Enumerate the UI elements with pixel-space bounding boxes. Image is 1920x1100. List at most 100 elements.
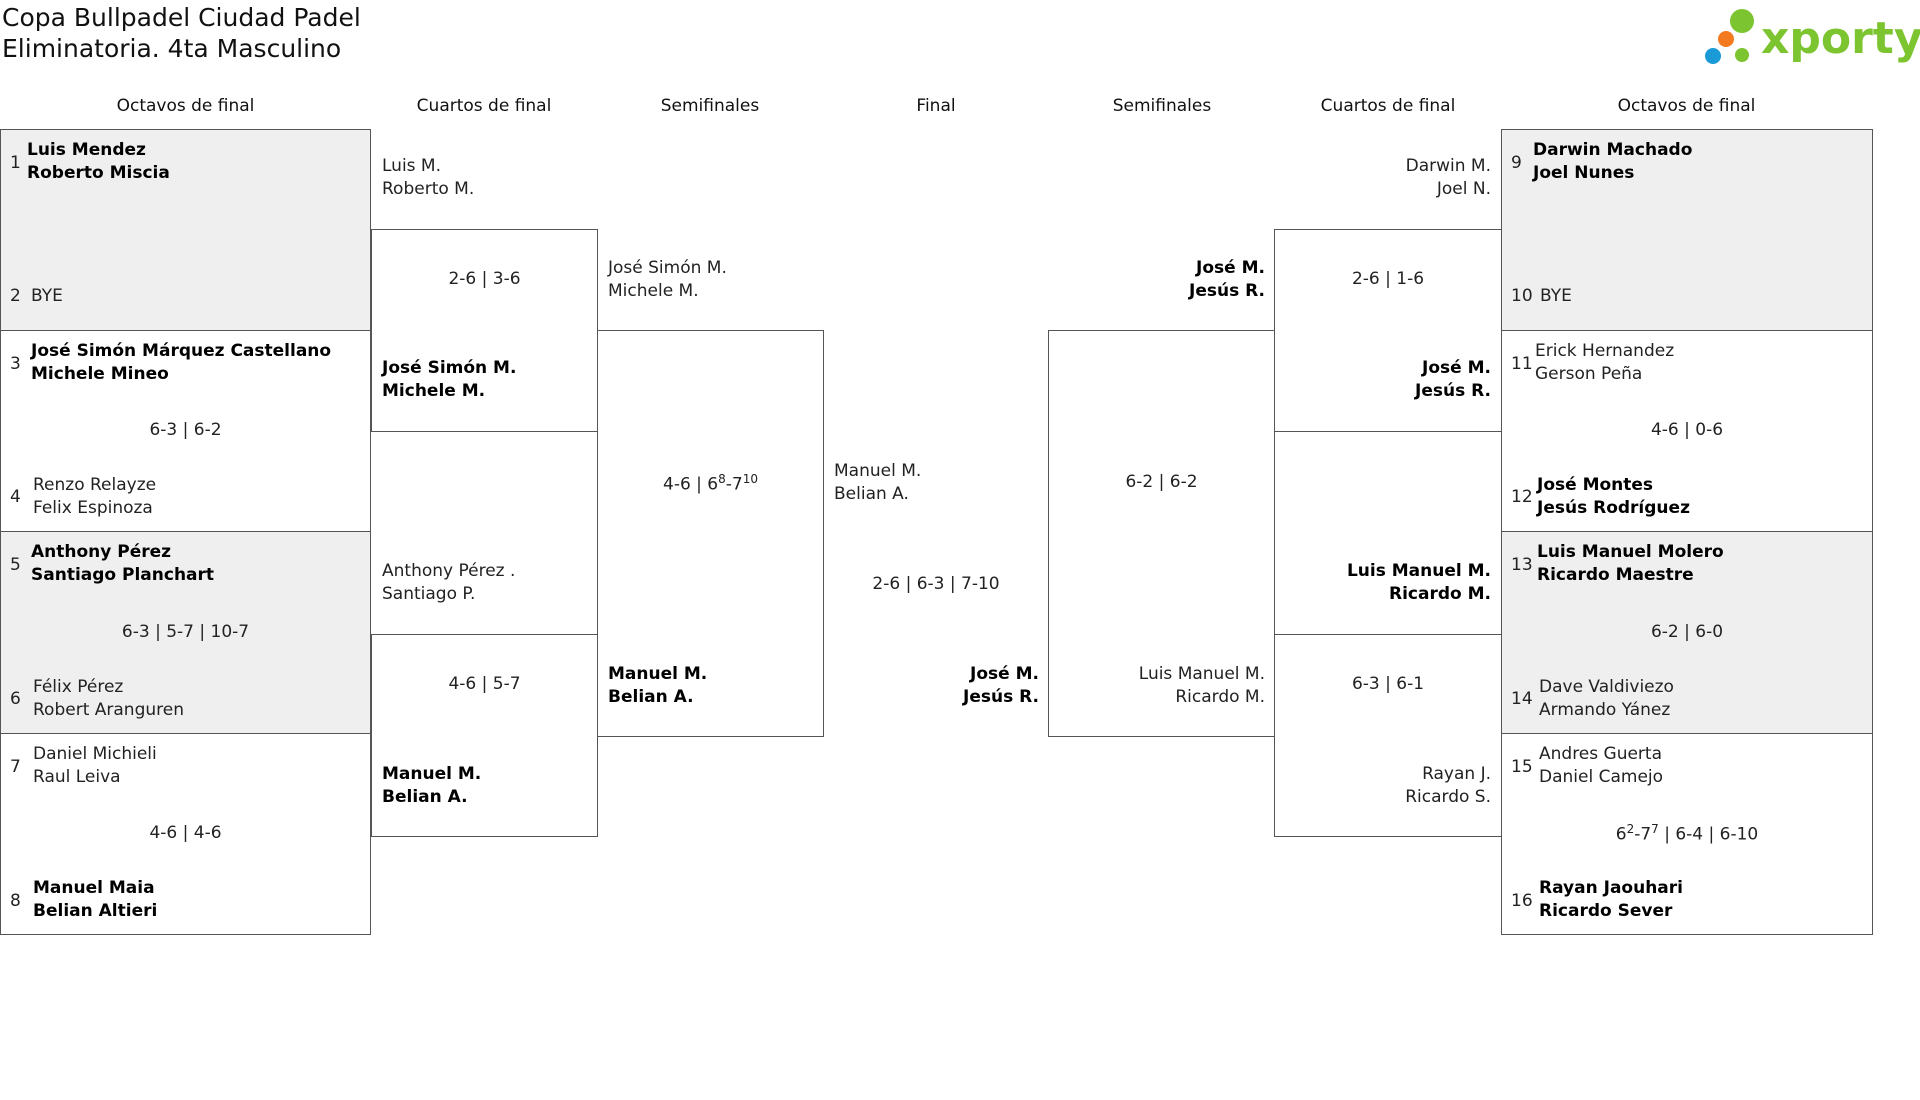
team-player-1: José M.: [1422, 358, 1491, 378]
match-score: 6-3 | 5-7 | 10-7: [121, 622, 250, 642]
team-player-1: Anthony Pérez: [31, 542, 172, 562]
tournament-subtitle: Eliminatoria. 4ta Masculino: [2, 34, 342, 63]
left-sf-match: [597, 330, 824, 737]
team-player-2: Robert Aranguren: [33, 700, 184, 720]
logo-dot-green-large: [1730, 9, 1754, 33]
seed-number: 6: [10, 689, 21, 709]
team-player-1: José Simón Márquez Castellano: [31, 341, 332, 361]
team-player-2: Jesús R.: [1189, 281, 1265, 301]
seed-number: 14: [1511, 689, 1533, 709]
match-score: 4-6 | 5-7: [448, 674, 521, 694]
team-player-1: Manuel M.: [608, 664, 708, 684]
match-score: 4-6 | 4-6: [149, 823, 222, 843]
left-r16-match-1: [0, 129, 371, 331]
team-player-1: Manuel M.: [382, 764, 482, 784]
team-player-1: BYE: [31, 286, 63, 306]
final-team-right-player-2: Jesús R.: [963, 687, 1039, 707]
left-r16-match-3: [0, 531, 371, 734]
team-player-2: Raul Leiva: [33, 767, 121, 787]
seed-number: 13: [1511, 555, 1533, 575]
seed-number: 16: [1511, 891, 1533, 911]
round-header-right-sf: Semifinales: [1112, 96, 1212, 116]
final-score: 2-6 | 6-3 | 7-10: [872, 574, 1000, 594]
round-header-final: Final: [916, 96, 956, 116]
match-score: 2-6 | 3-6: [448, 269, 521, 289]
team-player-2: Belian A.: [608, 687, 694, 707]
team-player-2: Ricardo M.: [1175, 687, 1265, 707]
final-team-left-player-2: Belian A.: [834, 484, 909, 504]
team-player-1: José Simón M.: [608, 258, 727, 278]
match-score: 6-3 | 6-1: [1351, 674, 1425, 694]
round-header-right-r16: Octavos de final: [1617, 96, 1756, 116]
team-player-2: Belian Altieri: [33, 901, 158, 921]
seed-number: 1: [10, 153, 21, 173]
round-header-left-r16: Octavos de final: [116, 96, 255, 116]
team-player-1: Anthony Pérez .: [382, 561, 516, 581]
team-player-1: Darwin Machado: [1533, 140, 1693, 160]
logo-dot-blue: [1705, 48, 1721, 64]
match-score: 4-6 | 0-6: [1650, 420, 1724, 440]
left-r16-match-4: [0, 733, 371, 935]
team-player-1: Daniel Michieli: [33, 744, 157, 764]
team-player-1: José Montes: [1537, 475, 1654, 495]
right-r16-match-4: [1501, 733, 1873, 935]
team-player-2: Joel N.: [1436, 179, 1491, 199]
final-team-left-player-1: Manuel M.: [834, 461, 922, 481]
team-player-1: Luis Manuel Molero: [1537, 542, 1724, 562]
seed-number: 9: [1511, 153, 1522, 173]
team-player-2: Belian A.: [382, 787, 468, 807]
team-player-1: Andres Guerta: [1539, 744, 1663, 764]
seed-number: 10: [1511, 286, 1533, 306]
match-score: 6-3 | 6-2: [149, 420, 222, 440]
logo-dot-green-small: [1735, 48, 1749, 62]
team-player-1: Erick Hernandez: [1535, 341, 1675, 361]
team-player-2: Joel Nunes: [1533, 163, 1635, 183]
match-score: 2-6 | 1-6: [1351, 269, 1425, 289]
team-player-1: Manuel Maia: [33, 878, 155, 898]
team-player-1: Luis Manuel M.: [1346, 561, 1491, 581]
seed-number: 3: [10, 354, 21, 374]
seed-number: 11: [1511, 354, 1533, 374]
match-score: 6-2 | 6-2: [1125, 472, 1198, 492]
team-player-2: Michele Mineo: [31, 364, 169, 384]
seed-number: 8: [10, 891, 21, 911]
team-player-2: Ricardo M.: [1389, 584, 1491, 604]
match-score: 4-6 | 68-710: [663, 472, 758, 495]
team-player-2: Santiago Planchart: [31, 565, 215, 585]
tournament-title: Copa Bullpadel Ciudad Padel: [2, 3, 361, 32]
team-player-1: Dave Valdiviezo: [1539, 677, 1674, 697]
team-player-1: Luis Mendez: [27, 140, 146, 160]
team-player-1: Luis M.: [382, 156, 442, 176]
team-player-1: Rayan J.: [1422, 764, 1491, 784]
team-player-1: José Simón M.: [382, 358, 517, 378]
round-header-left-qf: Cuartos de final: [416, 96, 552, 116]
team-player-1: Félix Pérez: [33, 677, 124, 697]
xporty-logo: xporty: [1705, 9, 1920, 64]
team-player-2: Jesús Rodríguez: [1537, 498, 1690, 518]
seed-number: 2: [10, 286, 21, 306]
round-header-right-qf: Cuartos de final: [1320, 96, 1456, 116]
team-player-2: Roberto Miscia: [27, 163, 170, 183]
team-player-1: José M.: [1196, 258, 1265, 278]
team-player-2: Ricardo Maestre: [1537, 565, 1694, 585]
team-player-1: Rayan Jaouhari: [1539, 878, 1683, 898]
team-player-2: Ricardo S.: [1405, 787, 1491, 807]
seed-number: 7: [10, 757, 21, 777]
seed-number: 15: [1511, 757, 1533, 777]
logo-text: xporty: [1761, 13, 1920, 64]
seed-number: 4: [10, 487, 21, 507]
team-player-2: Roberto M.: [382, 179, 475, 199]
team-player-2: Jesús R.: [1415, 381, 1491, 401]
team-player-2: Felix Espinoza: [33, 498, 153, 518]
team-player-2: Armando Yánez: [1539, 700, 1671, 720]
team-player-1: BYE: [1540, 286, 1572, 306]
team-player-2: Ricardo Sever: [1539, 901, 1673, 921]
right-sf-match: [1048, 330, 1275, 737]
team-player-2: Daniel Camejo: [1539, 767, 1664, 787]
team-player-2: Michele M.: [608, 281, 699, 301]
team-player-1: Luis Manuel M.: [1138, 664, 1265, 684]
round-header-left-sf: Semifinales: [660, 96, 760, 116]
logo-dot-orange: [1718, 31, 1734, 47]
team-player-1: Darwin M.: [1405, 156, 1491, 176]
seed-number: 5: [10, 555, 21, 575]
